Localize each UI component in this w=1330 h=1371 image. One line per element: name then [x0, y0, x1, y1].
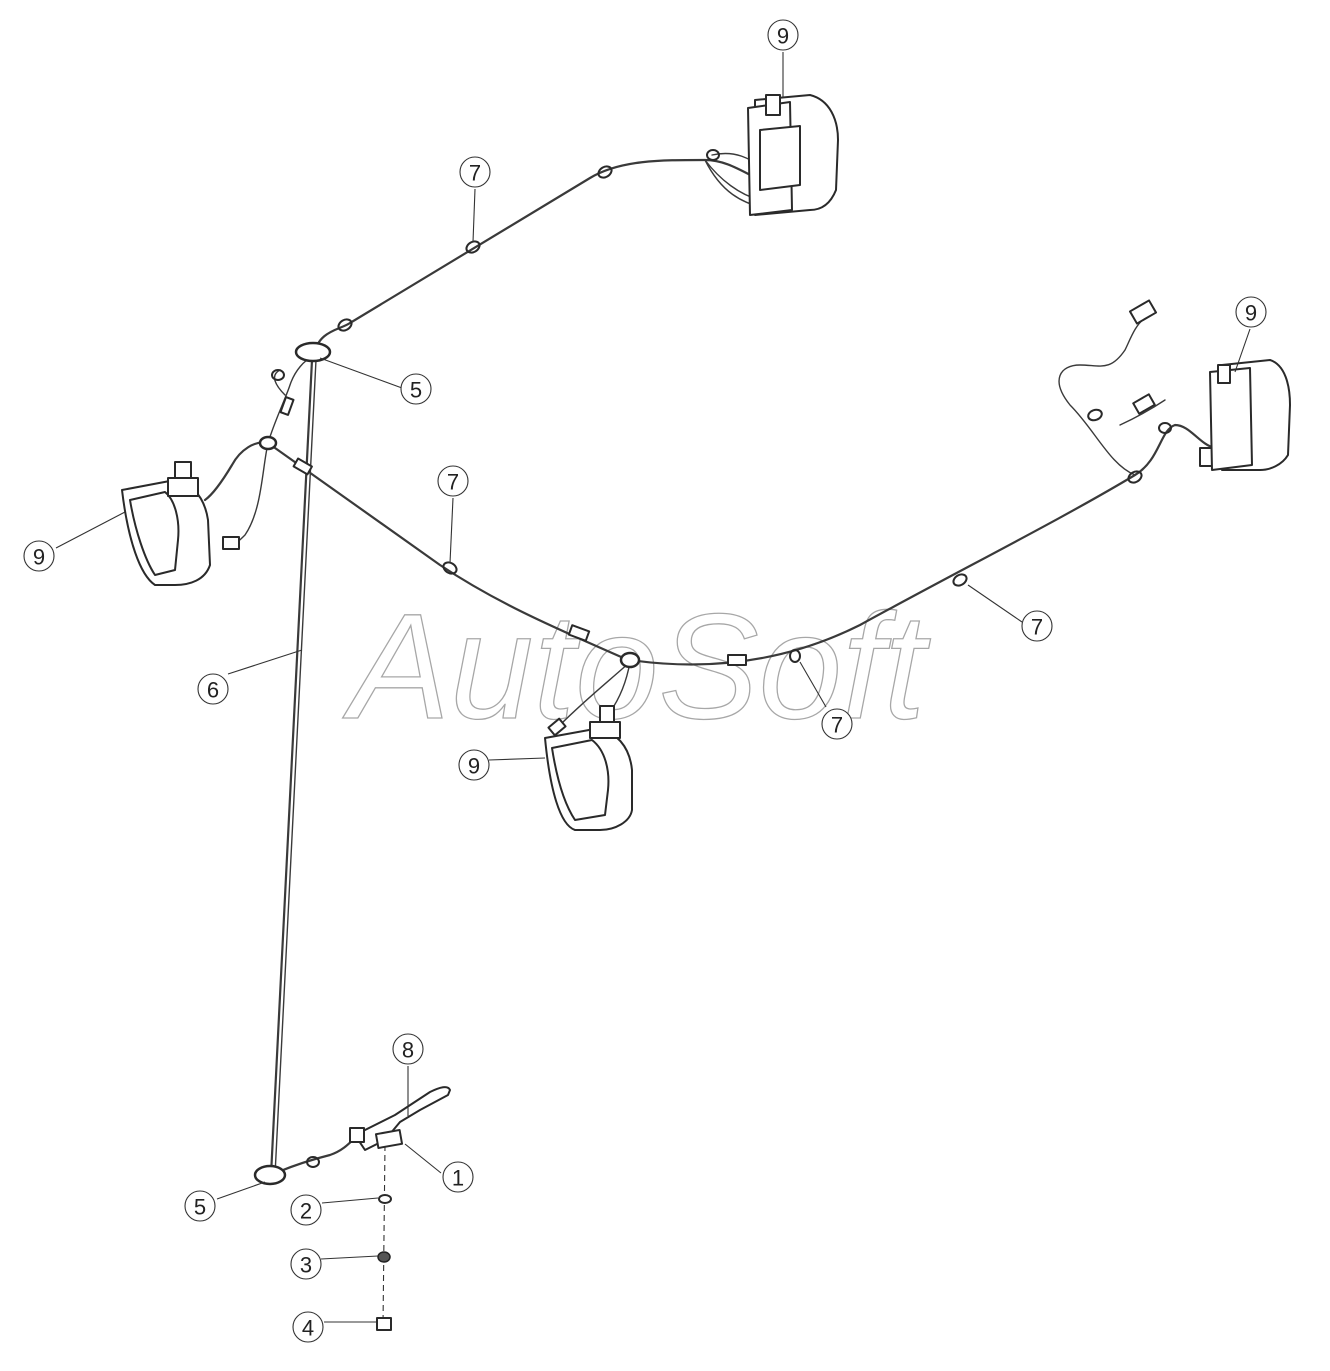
- callout-9-center: 9: [458, 749, 490, 781]
- svg-text:9: 9: [33, 545, 45, 570]
- callout-5-top: 5: [400, 373, 432, 405]
- svg-text:7: 7: [469, 161, 481, 186]
- connectors: [222, 299, 1215, 737]
- clip-bottom: [306, 1156, 320, 1168]
- callout-4: 4: [292, 1311, 324, 1343]
- leader-lines: [55, 52, 1251, 1323]
- lamp-left: [121, 461, 211, 586]
- callout-8: 8: [392, 1033, 424, 1065]
- callout-9-top: 9: [767, 19, 799, 51]
- clip-right-lamp: [1158, 422, 1172, 434]
- junction-center: [619, 651, 641, 669]
- callout-9-right: 9: [1235, 296, 1267, 328]
- junction-left: [258, 435, 278, 451]
- callout-9-left: 9: [23, 540, 55, 572]
- svg-text:9: 9: [468, 754, 480, 779]
- callout-7-top: 7: [459, 156, 491, 188]
- clip-top-middle: [465, 240, 481, 254]
- bracket: [349, 1086, 451, 1151]
- lamp-right: [1209, 359, 1291, 471]
- svg-text:7: 7: [447, 470, 459, 495]
- callout-2: 2: [290, 1194, 322, 1226]
- bottom-wire: [276, 1133, 386, 1326]
- clip-mid-right: [952, 573, 968, 587]
- lock-washer: [377, 1251, 391, 1263]
- callout-3: 3: [290, 1248, 322, 1280]
- fasteners: [376, 1194, 392, 1331]
- svg-text:2: 2: [300, 1199, 312, 1224]
- grommet-bottom: [253, 1164, 287, 1186]
- svg-text:7: 7: [831, 713, 843, 738]
- vertical-harness: [269, 358, 317, 1177]
- washer: [378, 1194, 392, 1204]
- left-lamp-wire: [203, 356, 313, 546]
- svg-text:4: 4: [302, 1316, 314, 1341]
- svg-text:5: 5: [194, 1195, 206, 1220]
- svg-text:6: 6: [207, 678, 219, 703]
- clip-top-lamp: [706, 149, 720, 161]
- grommet-top: [294, 341, 332, 363]
- lamp-top: [747, 94, 839, 216]
- harness-clips: [271, 149, 1172, 1168]
- callout-5-bottom: 5: [184, 1190, 216, 1222]
- svg-text:1: 1: [452, 1166, 464, 1191]
- clip-top-right: [597, 165, 613, 179]
- svg-text:5: 5: [410, 378, 422, 403]
- grommets: [253, 341, 641, 1186]
- svg-text:9: 9: [777, 24, 789, 49]
- callout-7-mid: 7: [437, 465, 469, 497]
- svg-text:8: 8: [402, 1038, 414, 1063]
- callout-7-right: 7: [1021, 610, 1053, 642]
- top-branch-wire: [311, 152, 776, 359]
- clip-mid-left: [442, 561, 458, 575]
- bracket-plate: [374, 1129, 404, 1149]
- svg-text:7: 7: [1031, 615, 1043, 640]
- clip-center-right: [789, 649, 801, 663]
- clip-top-left: [337, 318, 353, 332]
- clip-right: [1127, 470, 1143, 484]
- callout-1: 1: [442, 1161, 474, 1193]
- bolt-head: [376, 1317, 392, 1331]
- clip-left-upper: [271, 369, 285, 381]
- lamp-center: [544, 705, 633, 831]
- callout-6: 6: [197, 673, 229, 705]
- callout-7-center: 7: [821, 708, 853, 740]
- svg-text:9: 9: [1245, 301, 1257, 326]
- svg-text:3: 3: [300, 1253, 312, 1278]
- clip-far-right: [1087, 408, 1103, 422]
